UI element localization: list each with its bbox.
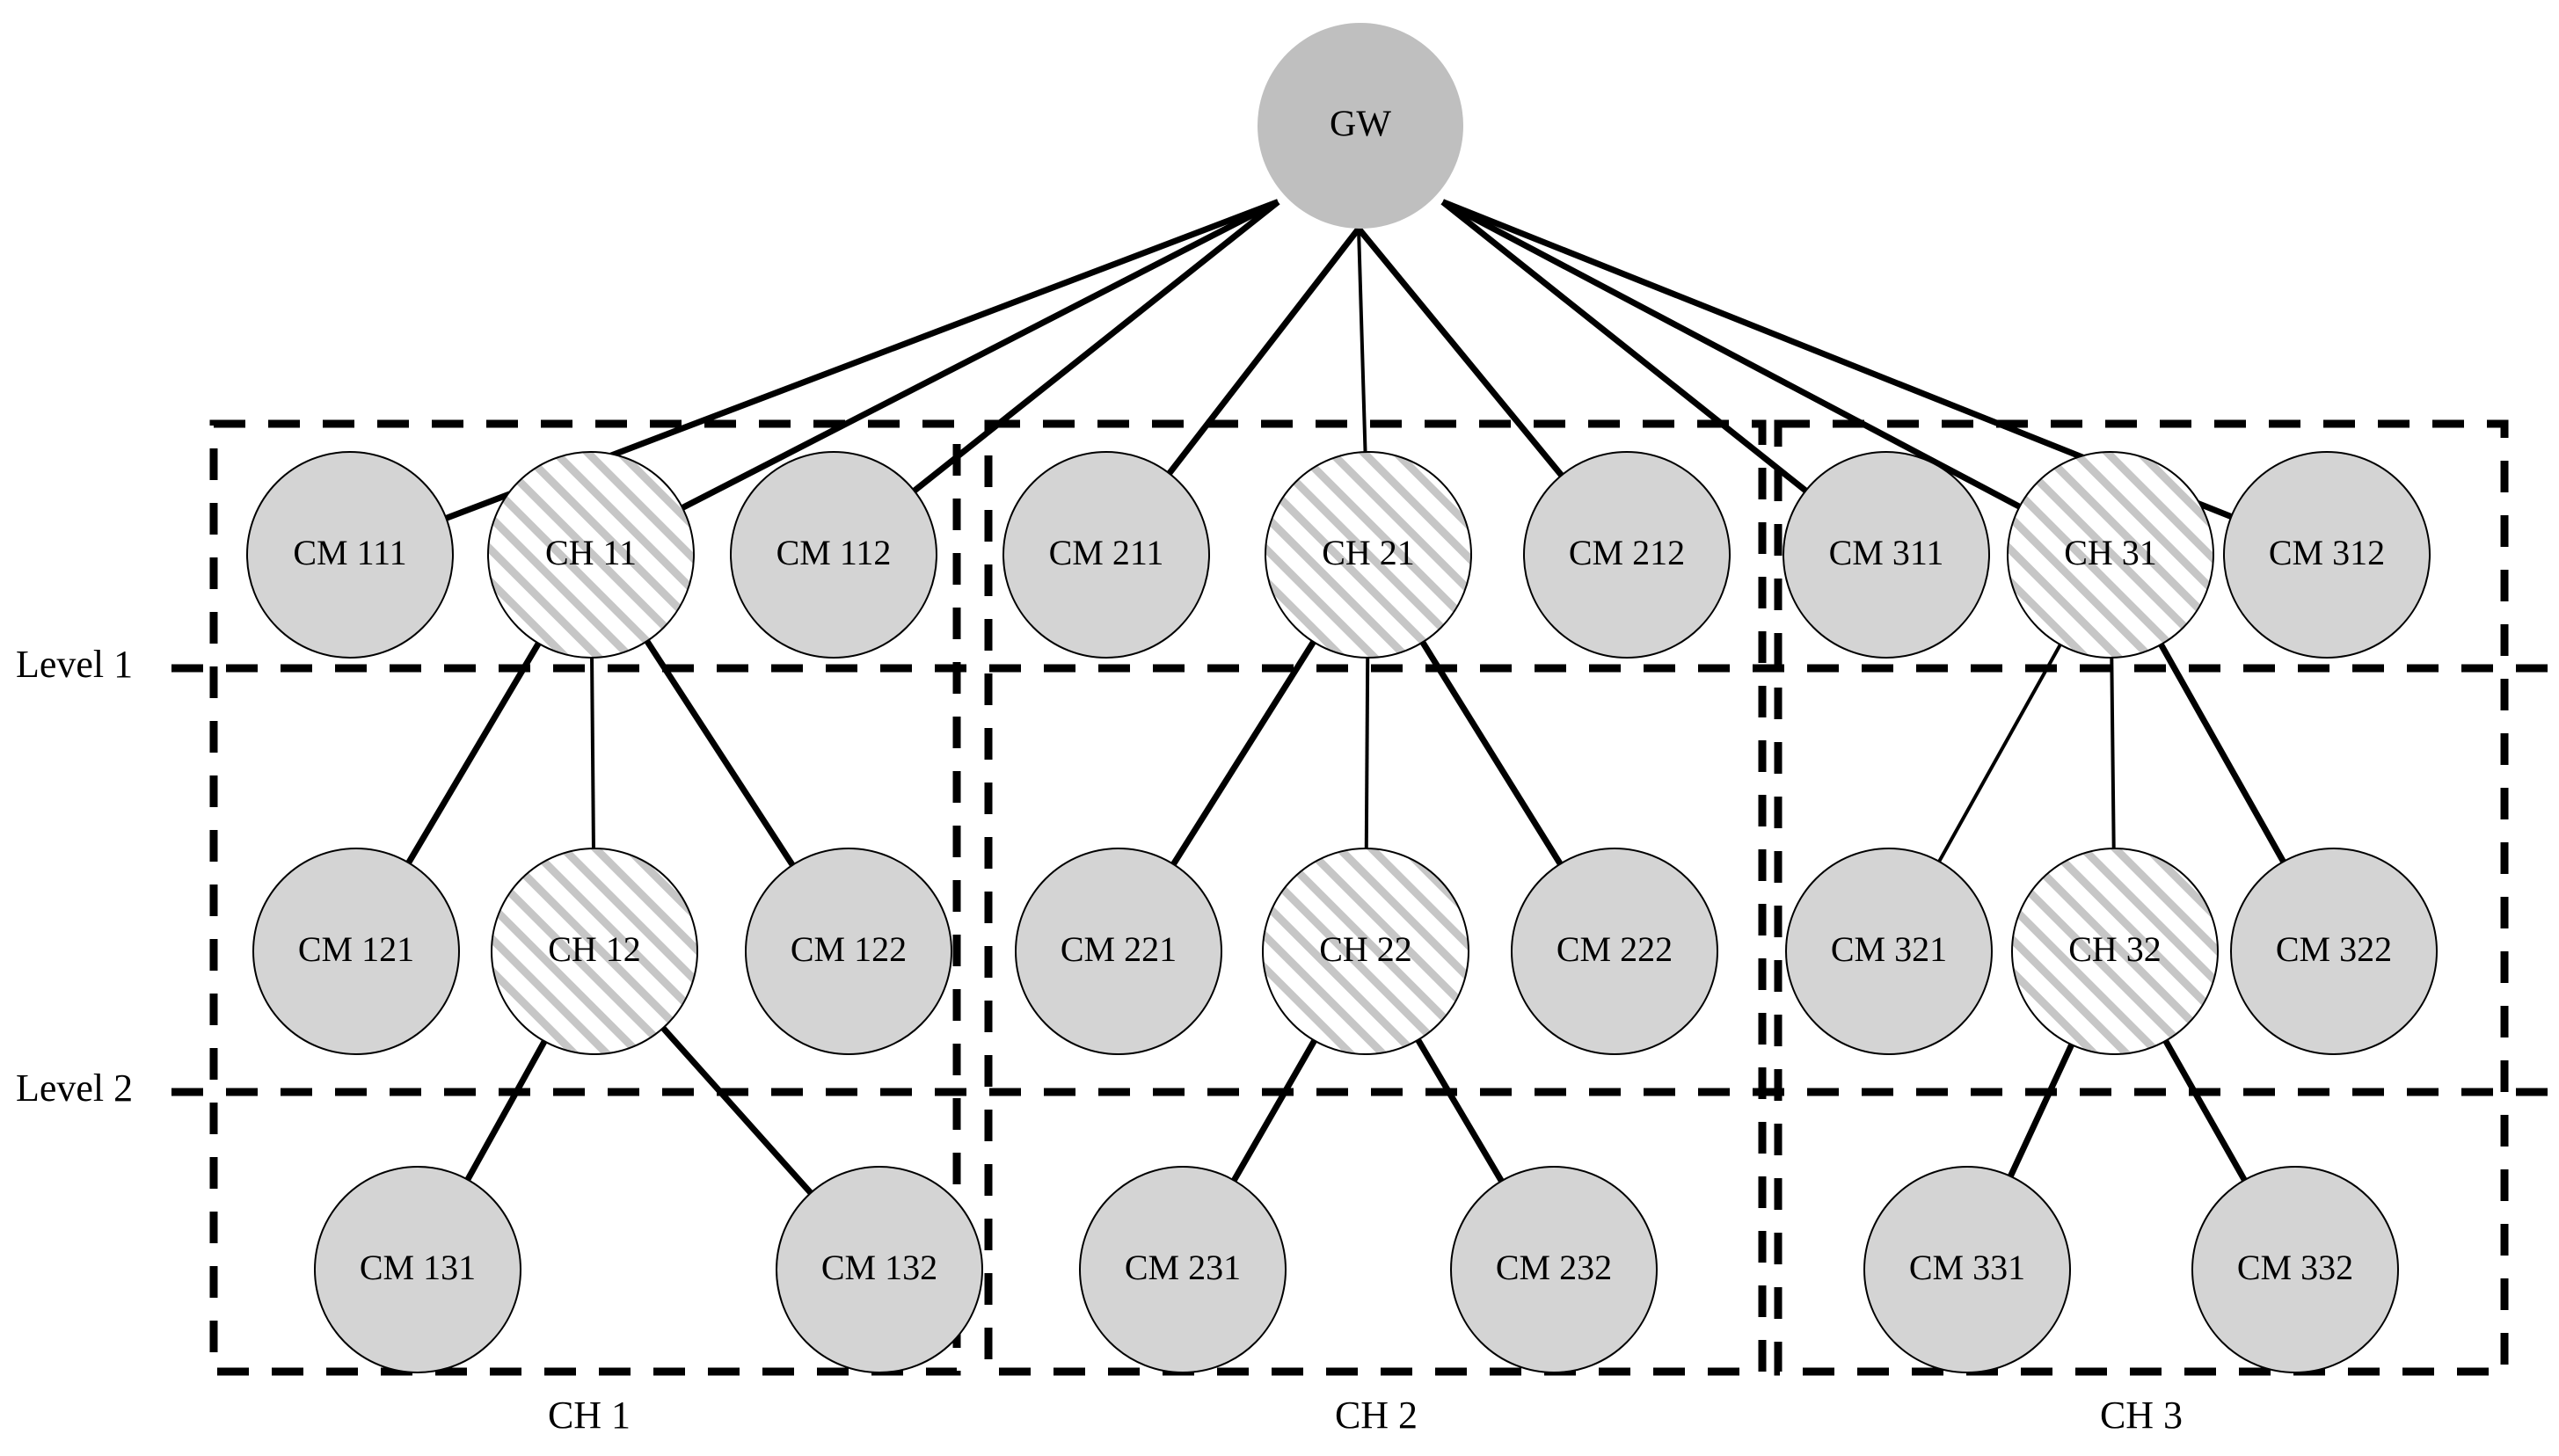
node-label-cm-312: CM 312 [2269,533,2385,572]
cluster-member-node-cm-211[interactable] [1002,451,1210,659]
cluster-member-node-cm-131[interactable] [314,1166,521,1373]
edge-ch-31-to-cm-321 [1937,644,2062,863]
node-label-cm-132: CM 132 [821,1248,937,1287]
cluster-head-node-ch-31[interactable] [2007,451,2214,659]
node-label-cm-131: CM 131 [360,1248,476,1287]
edge-ch-32-to-cm-331 [2008,1043,2074,1178]
cluster-member-node-cm-321[interactable] [1785,848,1993,1055]
gateway-edge-cm-112 [912,199,1280,493]
cluster-3-caption: CH 3 [2100,1394,2183,1437]
edge-ch-21-to-cm-222 [1419,640,1564,866]
node-label-cm-111: CM 111 [293,533,406,572]
node-label-ch-12: CH 12 [548,929,641,969]
gateway-node-label: GW [1330,105,1391,145]
cluster-member-node-cm-231[interactable] [1079,1166,1287,1373]
gateway-edge-ch-31 [1440,199,2022,510]
node-label-cm-121: CM 121 [298,929,414,969]
node-label-ch-22: CH 22 [1319,929,1412,969]
cluster-3-boundary [1774,419,2509,1376]
node-label-cm-212: CM 212 [1569,533,1685,572]
cluster-member-node-cm-122[interactable] [745,848,952,1055]
edge-ch-32-to-cm-332 [2162,1039,2248,1182]
cluster-1-caption: CH 1 [548,1394,631,1437]
node-label-cm-232: CM 232 [1496,1248,1612,1287]
level-label-1: Level 1 [16,643,133,686]
cluster-head-node-ch-32[interactable] [2011,848,2219,1055]
node-label-cm-311: CM 311 [1829,533,1944,572]
edge-ch-21-to-cm-221 [1170,640,1316,866]
node-label-cm-332: CM 332 [2237,1248,2353,1287]
node-label-cm-221: CM 221 [1061,929,1177,969]
gateway-edge-cm-211 [1166,226,1361,476]
edge-ch-22-to-cm-232 [1415,1037,1505,1183]
cluster-member-node-cm-332[interactable] [2191,1166,2399,1373]
node-label-cm-321: CM 321 [1831,929,1947,969]
cluster-head-node-ch-12[interactable] [491,848,698,1055]
node-label-cm-331: CM 331 [1909,1248,2025,1287]
cluster-member-node-cm-212[interactable] [1523,451,1731,659]
intra-cluster-edges [405,639,2286,1196]
cluster-member-node-cm-132[interactable] [776,1166,983,1373]
gateway-node[interactable] [1258,23,1463,229]
node-label-cm-322: CM 322 [2276,929,2392,969]
text-labels: GW CM 111 CH 11 CM 112 CM 121 CH 12 CM 122 CM 1… [16,105,2392,1437]
gateway-edge-cm-212 [1356,226,1564,477]
edge-ch-11-to-cm-121 [405,641,542,865]
cluster-member-node-cm-111[interactable] [246,451,454,659]
level-divider-lines [171,664,2559,1096]
cluster-member-node-cm-331[interactable] [1863,1166,2071,1373]
cluster-member-node-cm-112[interactable] [730,451,937,659]
edge-ch-12-to-cm-132 [660,1025,813,1196]
cluster-member-node-cm-232[interactable] [1450,1166,1658,1373]
edge-ch-11-to-ch-12 [590,657,595,849]
cluster-member-node-cm-312[interactable] [2223,451,2431,659]
node-label-cm-211: CM 211 [1049,533,1164,572]
edge-ch-12-to-cm-131 [464,1039,548,1182]
gateway-edge-ch-21 [1357,228,1367,453]
nodes [246,23,2438,1373]
gateway-edge-cm-311 [1440,199,1808,493]
node-label-cm-222: CM 222 [1557,929,1673,969]
node-label-cm-122: CM 122 [791,929,907,969]
cluster-head-node-ch-22[interactable] [1262,848,1469,1055]
cluster-head-node-ch-11[interactable] [487,451,695,659]
edge-ch-11-to-cm-122 [644,639,796,867]
node-label-cm-231: CM 231 [1125,1248,1241,1287]
level-label-2: Level 2 [16,1067,133,1110]
cluster-head-node-ch-21[interactable] [1265,451,1472,659]
cluster-1-boundary [209,419,961,1376]
cluster-boxes [209,419,2509,1376]
cluster-2-boundary [984,419,1767,1376]
edge-ch-22-to-cm-231 [1231,1038,1317,1183]
node-label-ch-31: CH 31 [2064,533,2157,572]
node-label-ch-32: CH 32 [2068,929,2162,969]
edge-ch-31-to-ch-32 [2110,657,2116,849]
cluster-member-node-cm-221[interactable] [1015,848,1222,1055]
gateway-edge-ch-11 [681,199,1280,511]
cluster-member-node-cm-311[interactable] [1783,451,1990,659]
cluster-2-caption: CH 2 [1335,1394,1418,1437]
node-label-cm-112: CM 112 [776,533,892,572]
node-label-ch-21: CH 21 [1322,533,1415,572]
cluster-member-node-cm-322[interactable] [2230,848,2438,1055]
cluster-member-node-cm-222[interactable] [1511,848,1718,1055]
cluster-member-node-cm-121[interactable] [252,848,460,1055]
edge-ch-31-to-cm-322 [2158,643,2286,863]
node-label-ch-11: CH 11 [545,533,637,572]
